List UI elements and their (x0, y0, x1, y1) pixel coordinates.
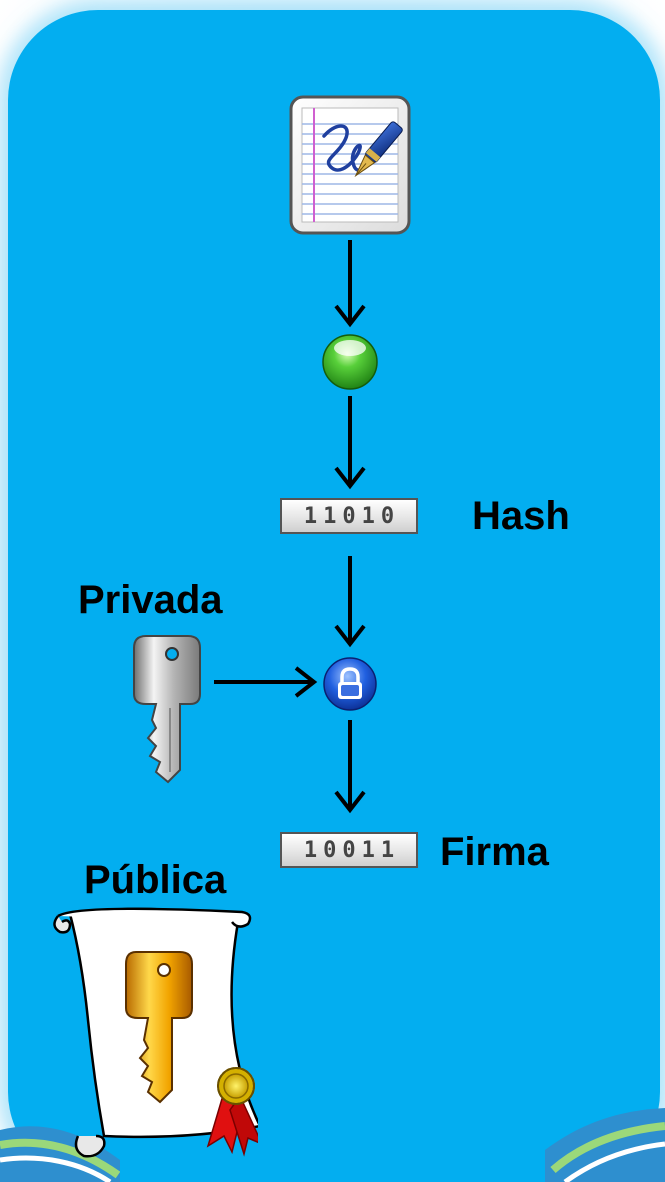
public-key-label: Pública (84, 858, 227, 902)
padlock-icon (323, 657, 377, 711)
arrow-hash-function-to-hash (334, 396, 366, 490)
silver-key-icon (133, 635, 201, 784)
green-sphere-icon (322, 334, 378, 390)
signed-document-icon (289, 95, 411, 235)
arrow-encrypt-to-signature (334, 720, 366, 814)
decorative-swoosh-right (545, 1108, 665, 1182)
certificate-scroll-icon (53, 907, 258, 1158)
hash-label: Hash (472, 494, 570, 538)
private-key-label: Privada (78, 578, 223, 622)
arrow-document-to-hash-function (334, 240, 366, 328)
signature-label: Firma (440, 830, 549, 874)
arrow-private-key-to-encrypt (214, 666, 318, 698)
arrow-hash-to-encrypt (334, 556, 366, 648)
signature-value-box: 10011 (280, 832, 418, 868)
decorative-swoosh-left (0, 1126, 120, 1182)
hash-value-box: 11010 (280, 498, 418, 534)
